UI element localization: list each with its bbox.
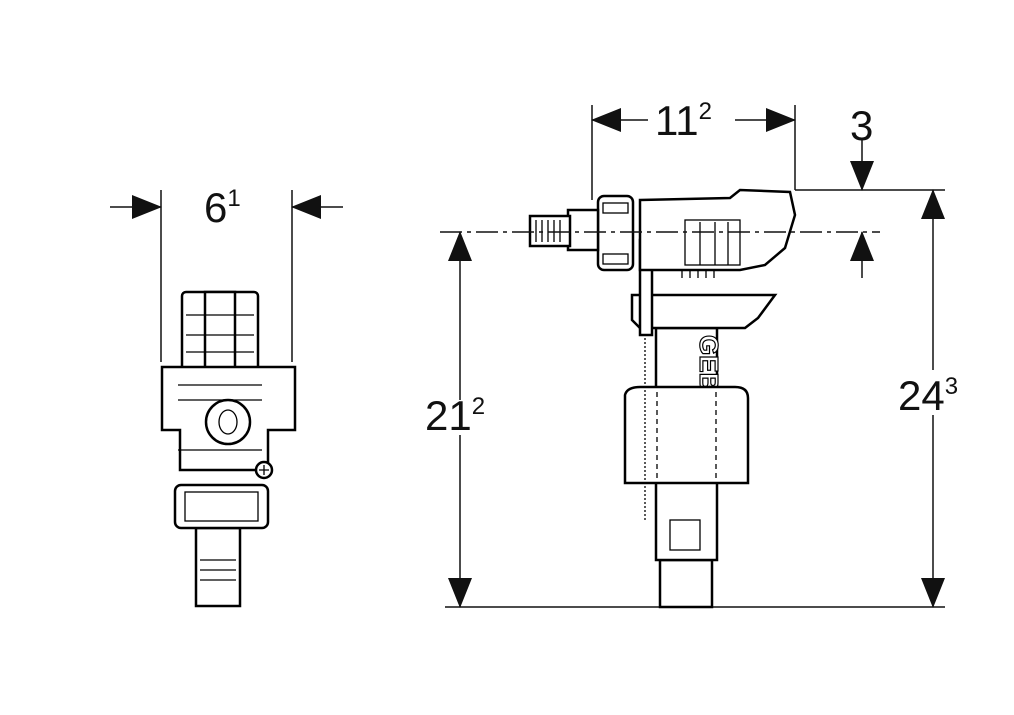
front-view-valve	[110, 190, 343, 608]
dim-width-front: 61	[204, 184, 241, 231]
dim-inlet-offset: 3	[850, 102, 873, 149]
dim-inlet-height: 212	[425, 392, 485, 439]
dim-total-height: 243	[898, 372, 958, 419]
dim-width-side: 112	[655, 97, 712, 144]
side-view-valve: GEBERIT	[440, 105, 945, 609]
